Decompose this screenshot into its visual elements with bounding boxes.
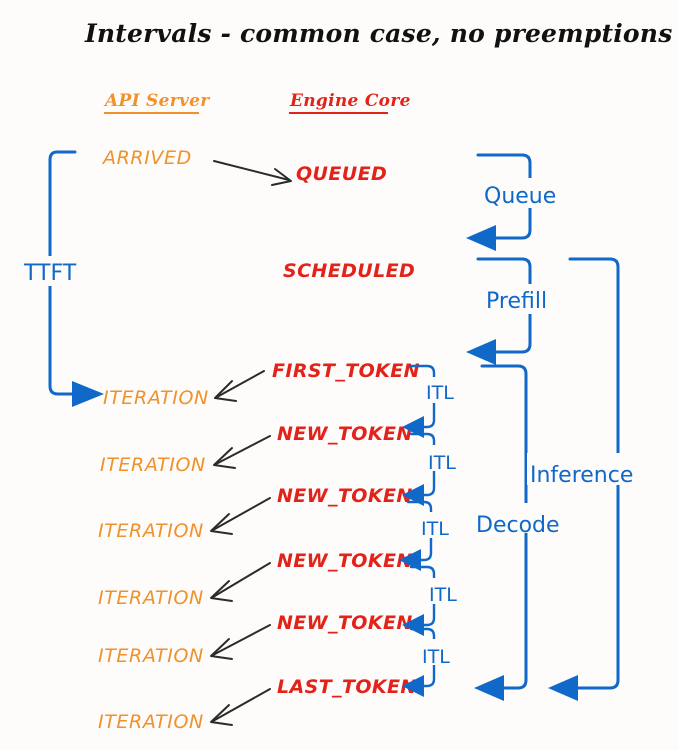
interval-label-decode: Decode <box>476 513 560 538</box>
queue-arrowhead-icon <box>466 225 496 251</box>
arrow-token-to-iteration-head <box>210 638 233 660</box>
arrow-token-to-iteration <box>212 497 271 531</box>
interval-label-ttft: TTFT <box>23 261 77 286</box>
state-iteration: ITERATION <box>98 520 204 542</box>
interval-label-prefill: Prefill <box>486 289 547 314</box>
column-header-engine-core: Engine Core <box>289 91 411 111</box>
state-engine-token: NEW_TOKEN <box>277 423 413 445</box>
arrow-token-to-iteration-head <box>214 380 237 402</box>
iteration-row: ITERATION FIRST_TOKEN <box>103 360 420 409</box>
decode-arrowhead-icon <box>474 675 504 701</box>
interval-label-queue: Queue <box>484 184 556 209</box>
state-iteration: ITERATION <box>98 645 204 667</box>
inference-label-backdrop <box>527 453 652 485</box>
interval-label-itl: ITL <box>426 382 454 404</box>
interval-bracket-itl: ITL <box>402 627 462 697</box>
arrow-token-to-iteration <box>212 688 271 722</box>
interval-bracket-itl: ITL <box>399 500 461 571</box>
itl-arrowhead-icon <box>402 675 424 697</box>
itl-arrowhead-icon <box>402 416 424 438</box>
interval-bracket-itl: ITL <box>402 364 466 438</box>
interval-label-itl: ITL <box>428 452 456 474</box>
interval-label-itl: ITL <box>421 518 449 540</box>
state-iteration: ITERATION <box>98 587 204 609</box>
state-engine-token: LAST_TOKEN <box>277 676 417 698</box>
arrow-token-to-iteration <box>212 624 271 656</box>
decode-label-backdrop <box>474 503 566 533</box>
state-queued: QUEUED <box>296 163 387 185</box>
state-scheduled: SCHEDULED <box>283 260 415 282</box>
inference-arrowhead-icon <box>548 675 578 701</box>
state-iteration: ITERATION <box>100 454 206 476</box>
interval-bracket-queue: Queue <box>466 153 573 251</box>
arrow-arrived-to-queued <box>213 160 290 181</box>
itl-arrowhead-icon <box>402 484 424 506</box>
interval-bracket-itl: ITL <box>402 565 469 636</box>
column-header-api-server: API Server <box>103 91 210 111</box>
itl-label-backdrop <box>419 512 461 538</box>
itl-label-backdrop <box>427 578 469 604</box>
state-engine-token: NEW_TOKEN <box>277 485 413 507</box>
state-engine-token: NEW_TOKEN <box>277 550 413 572</box>
ttft-label-backdrop <box>22 256 82 286</box>
arrow-token-to-iteration <box>212 562 271 598</box>
arrow-token-to-iteration-head <box>210 580 233 602</box>
interval-label-itl: ITL <box>422 646 450 668</box>
state-iteration: ITERATION <box>98 711 204 733</box>
iteration-row: ITERATION NEW_TOKEN <box>100 423 413 476</box>
arrow-arrived-to-queued-head <box>271 168 292 186</box>
queue-label-backdrop <box>481 178 573 208</box>
itl-label-backdrop <box>426 445 468 471</box>
prefill-label-backdrop <box>483 284 571 314</box>
interval-bracket-itl: ITL <box>402 432 468 506</box>
itl-label-backdrop <box>420 639 462 665</box>
iteration-row: ITERATION NEW_TOKEN <box>98 612 413 667</box>
itl-arrowhead-icon <box>399 549 421 571</box>
itl-label-backdrop <box>424 377 466 403</box>
arrow-token-to-iteration-head <box>213 447 236 469</box>
prefill-arrowhead-icon <box>466 339 496 365</box>
interval-bracket-inference: Inference <box>527 257 652 701</box>
state-engine-token: FIRST_TOKEN <box>272 360 420 382</box>
arrow-token-to-iteration-head <box>210 704 233 726</box>
itl-arrowhead-icon <box>402 614 424 636</box>
ttft-arrowhead-icon <box>72 381 104 407</box>
iteration-row: ITERATION LAST_TOKEN <box>98 676 417 733</box>
state-arrived: ARRIVED <box>101 147 192 169</box>
interval-label-inference: Inference <box>530 463 633 488</box>
iteration-row: ITERATION NEW_TOKEN <box>98 485 413 542</box>
interval-label-itl: ITL <box>429 584 457 606</box>
interval-bracket-decode: Decode <box>474 364 566 701</box>
state-engine-token: NEW_TOKEN <box>277 612 413 634</box>
iteration-row: ITERATION NEW_TOKEN <box>98 550 413 609</box>
page-title: Intervals - common case, no preemptions <box>84 19 672 48</box>
arrow-token-to-iteration <box>216 370 265 398</box>
state-iteration: ITERATION <box>103 387 209 409</box>
interval-bracket-prefill: Prefill <box>466 257 571 365</box>
interval-bracket-ttft: TTFT <box>22 150 104 407</box>
arrow-token-to-iteration-head <box>210 513 233 535</box>
arrow-token-to-iteration <box>215 435 271 465</box>
